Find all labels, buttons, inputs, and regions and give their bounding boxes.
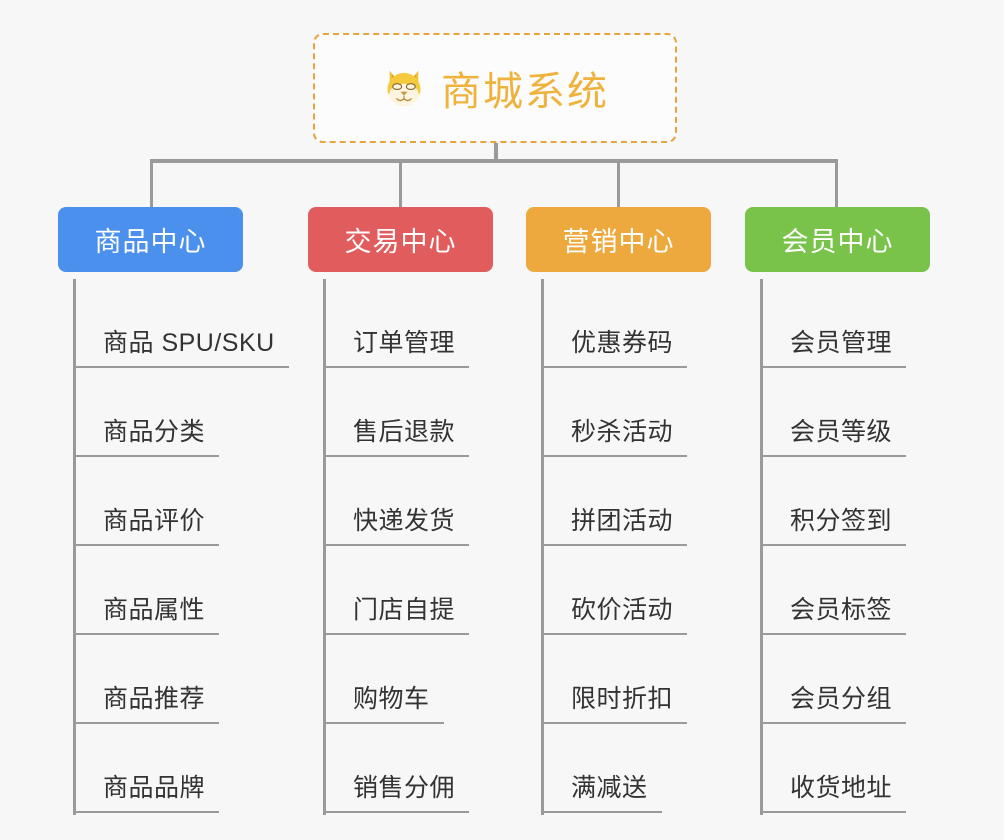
leaf-label: 销售分佣: [353, 774, 456, 802]
branch-header-1[interactable]: 商品中心: [58, 207, 243, 272]
leaf-label: 订单管理: [353, 329, 456, 357]
leaf-label: 会员等级: [790, 418, 893, 446]
connector-drop-2: [399, 159, 402, 208]
connector-root-stem: [494, 143, 498, 162]
leaf-item[interactable]: 商品推荐: [73, 635, 289, 724]
leaf-label: 商品推荐: [103, 685, 206, 713]
leaf-item[interactable]: 订单管理: [323, 279, 470, 368]
branch-label-4: 会员中心: [781, 227, 894, 257]
leaf-list-1: 商品 SPU/SKU 商品分类 商品评价 商品属性 商品推荐 商品品牌: [73, 279, 289, 813]
leaf-item[interactable]: 砍价活动: [541, 546, 688, 635]
leaf-label: 商品 SPU/SKU: [103, 329, 275, 357]
leaf-item[interactable]: 商品分类: [73, 368, 289, 457]
leaf-item[interactable]: 积分签到: [760, 457, 907, 546]
leaf-label: 购物车: [353, 685, 430, 713]
leaf-item[interactable]: 快递发货: [323, 457, 470, 546]
branch-header-3[interactable]: 营销中心: [526, 207, 711, 272]
leaf-item[interactable]: 商品 SPU/SKU: [73, 279, 289, 368]
leaf-label: 门店自提: [353, 596, 456, 624]
leaf-item[interactable]: 会员等级: [760, 368, 907, 457]
leaf-label: 限时折扣: [571, 685, 674, 713]
leaf-item[interactable]: 会员分组: [760, 635, 907, 724]
leaf-item[interactable]: 售后退款: [323, 368, 470, 457]
leaf-item[interactable]: 秒杀活动: [541, 368, 688, 457]
branch-label-3: 营销中心: [562, 227, 675, 257]
leaf-label: 商品品牌: [103, 774, 206, 802]
connector-drop-1: [150, 159, 153, 208]
root-title: 商城系统: [441, 70, 609, 114]
leaf-label: 会员管理: [790, 329, 893, 357]
leaf-item[interactable]: 优惠券码: [541, 279, 688, 368]
connector-horizontal-bus: [150, 159, 838, 163]
leaf-label: 会员标签: [790, 596, 893, 624]
leaf-label: 商品评价: [103, 507, 206, 535]
leaf-item[interactable]: 满减送: [541, 724, 687, 813]
leaf-item[interactable]: 收货地址: [760, 724, 907, 813]
leaf-label: 满减送: [571, 774, 648, 802]
leaf-label: 收货地址: [790, 774, 893, 802]
leaf-item[interactable]: 限时折扣: [541, 635, 688, 724]
branch-label-2: 交易中心: [344, 227, 457, 257]
leaf-list-3: 优惠券码 秒杀活动 拼团活动 砍价活动 限时折扣 满减送: [541, 279, 688, 813]
leaf-label: 积分签到: [790, 507, 893, 535]
leaf-label: 秒杀活动: [571, 418, 674, 446]
connector-drop-3: [617, 159, 620, 208]
leaf-item[interactable]: 商品属性: [73, 546, 289, 635]
leaf-label: 优惠券码: [571, 329, 674, 357]
leaf-label: 商品属性: [103, 596, 206, 624]
leaf-label: 商品分类: [103, 418, 206, 446]
leaf-item[interactable]: 购物车: [323, 635, 469, 724]
leaf-label: 会员分组: [790, 685, 893, 713]
leaf-list-4: 会员管理 会员等级 积分签到 会员标签 会员分组 收货地址: [760, 279, 907, 813]
leaf-item[interactable]: 商品评价: [73, 457, 289, 546]
branch-spine-2: [323, 279, 326, 815]
branch-spine-1: [73, 279, 76, 815]
branch-header-4[interactable]: 会员中心: [745, 207, 930, 272]
leaf-item[interactable]: 会员标签: [760, 546, 907, 635]
leaf-item[interactable]: 销售分佣: [323, 724, 470, 813]
leaf-item[interactable]: 会员管理: [760, 279, 907, 368]
leaf-label: 拼团活动: [571, 507, 674, 535]
leaf-label: 砍价活动: [571, 596, 674, 624]
leaf-item[interactable]: 门店自提: [323, 546, 470, 635]
connector-drop-4: [835, 159, 838, 208]
dog-face-icon: [381, 65, 427, 111]
branch-spine-4: [760, 279, 763, 815]
branch-header-2[interactable]: 交易中心: [308, 207, 493, 272]
branch-label-1: 商品中心: [94, 227, 207, 257]
leaf-item[interactable]: 商品品牌: [73, 724, 289, 813]
leaf-list-2: 订单管理 售后退款 快递发货 门店自提 购物车 销售分佣: [323, 279, 470, 813]
leaf-item[interactable]: 拼团活动: [541, 457, 688, 546]
leaf-label: 售后退款: [353, 418, 456, 446]
leaf-label: 快递发货: [353, 507, 456, 535]
root-node[interactable]: 商城系统: [313, 33, 677, 143]
branch-spine-3: [541, 279, 544, 815]
